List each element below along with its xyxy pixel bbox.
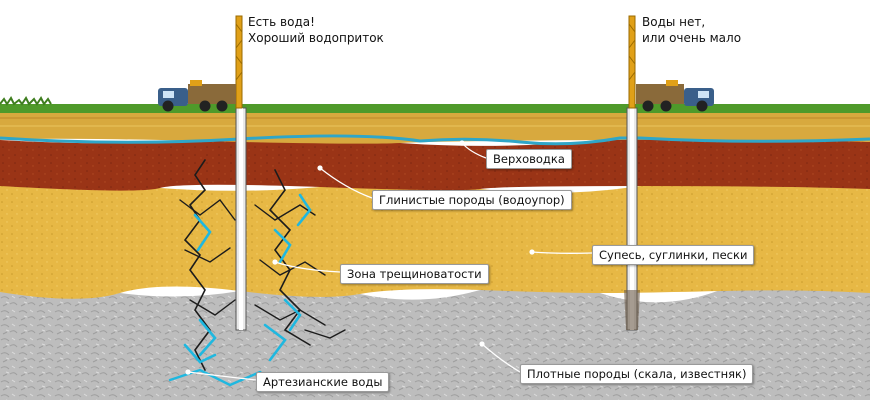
leader-sandy-loam — [531, 251, 593, 254]
label-perched-water: Верховодка — [486, 149, 572, 169]
label-fracture-zone: Зона трещиноватости — [340, 264, 489, 284]
sky — [0, 0, 870, 112]
sandy-loam-layer — [0, 180, 870, 299]
well-left-caption: Есть вода! Хороший водоприток — [248, 14, 384, 46]
clay-layer — [0, 135, 870, 191]
label-dense-rocks: Плотные породы (скала, известняк) — [520, 364, 754, 384]
drill-rig-right — [628, 15, 636, 109]
topsoil-layer — [0, 112, 870, 144]
leader-artesian-water — [187, 371, 257, 381]
leader-clay-rocks — [319, 167, 373, 199]
label-artesian-water: Артезианские воды — [256, 372, 390, 392]
well-right-caption-line1: Воды нет, — [642, 15, 706, 29]
perched-water-line — [0, 134, 870, 146]
well-left-caption-line2: Хороший водоприток — [248, 31, 384, 45]
drill-truck-right — [636, 80, 714, 112]
drill-truck-left — [158, 80, 236, 112]
grass-strip — [0, 104, 870, 113]
well-left-caption-line1: Есть вода! — [248, 15, 315, 29]
leader-fracture-zone — [274, 261, 341, 273]
drill-rig-left — [235, 15, 243, 109]
well-right-caption-line2: или очень мало — [642, 31, 742, 45]
well-right-caption: Воды нет, или очень мало — [642, 14, 741, 46]
leader-dense-rocks — [481, 343, 521, 373]
label-clay-rocks: Глинистые породы (водоупор) — [372, 190, 572, 210]
label-sandy-loam: Супесь, суглинки, пески — [592, 245, 755, 265]
